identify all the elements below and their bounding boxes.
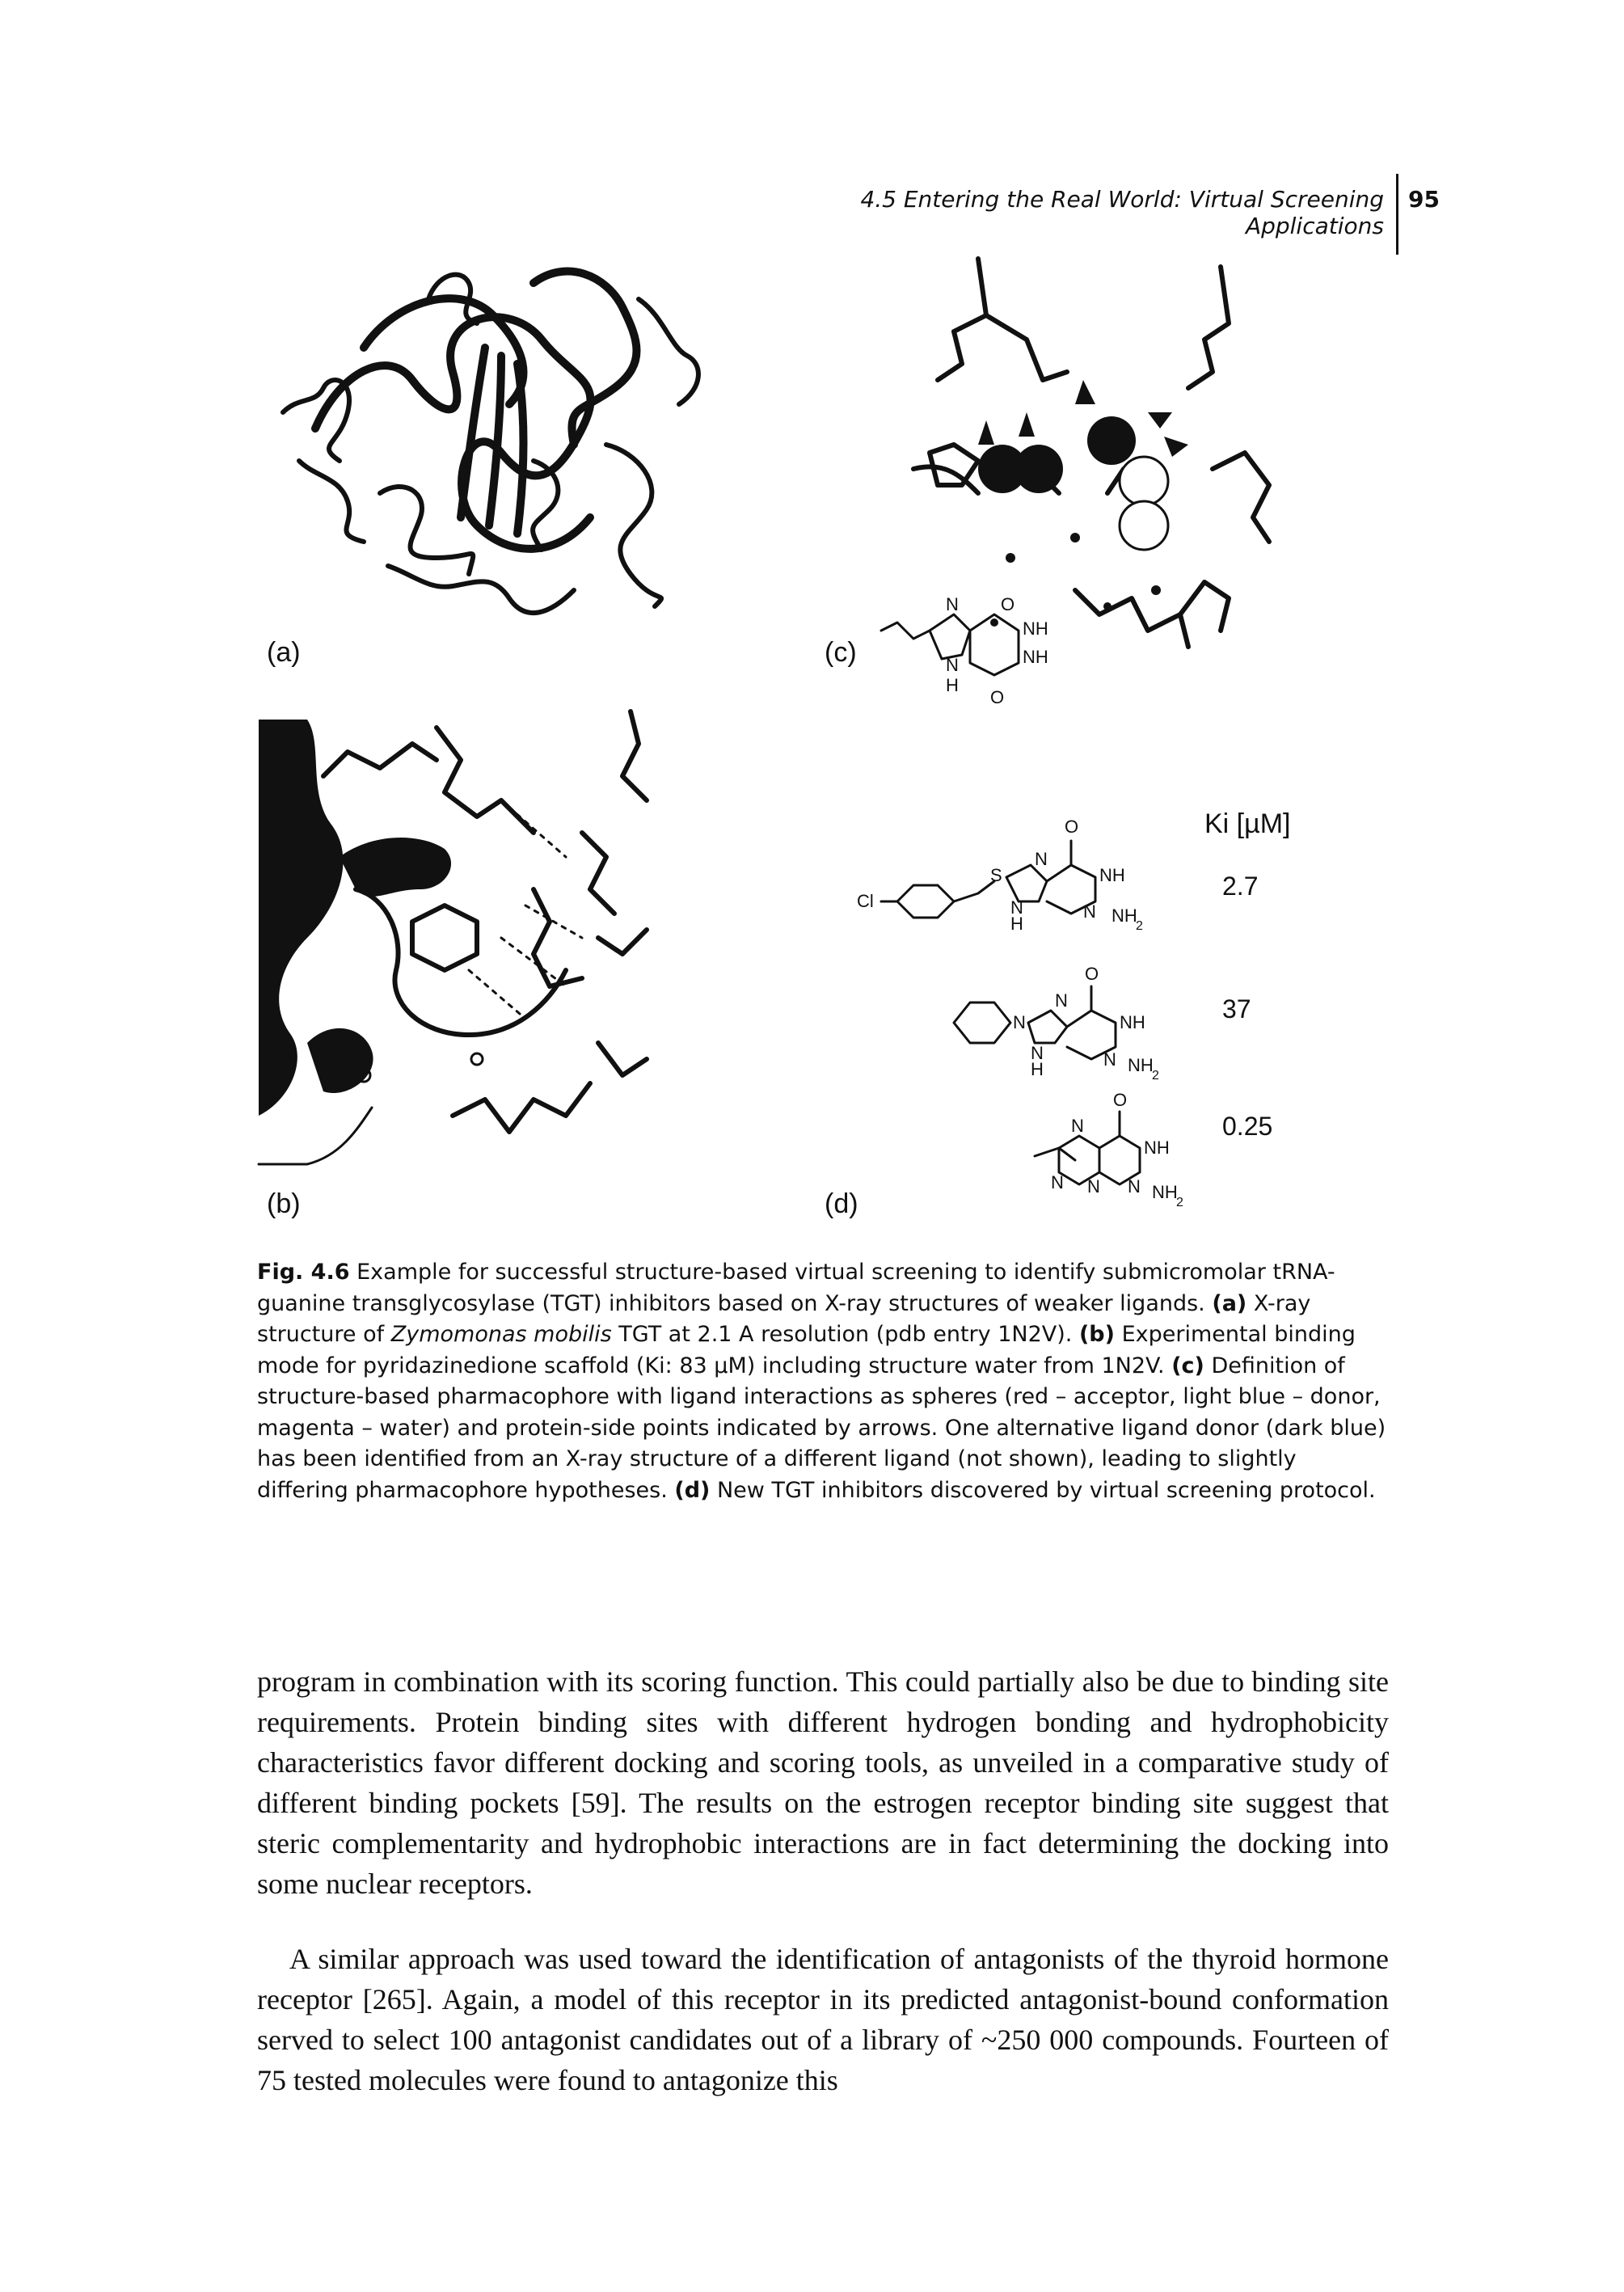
body-paragraph: A similar approach was used toward the i… [257,1943,1389,2096]
ki-value: 2.7 [1222,872,1259,901]
inhibitor-3-structure: O N NH N N N NH2 [1033,1090,1183,1209]
svg-text:O: O [1065,817,1078,837]
svg-text:2: 2 [1176,1196,1183,1209]
ki-value: 0.25 [1222,1112,1273,1141]
caption-label-b: (b) [1078,1322,1115,1347]
panel-label-b: (b) [267,1188,301,1219]
caption-label-d: (d) [674,1477,711,1503]
figure-number: Fig. 4.6 [257,1260,350,1285]
svg-text:N: N [946,655,959,675]
svg-text:N: N [1103,1049,1116,1070]
svg-text:H: H [946,675,959,695]
panel-c-pharmacophore: N O NH NH N H O [879,256,1272,707]
panel-a-protein-ribbon [281,267,701,615]
svg-text:N: N [1087,1176,1100,1197]
caption-text-a2: TGT at 2.1 A resolution (pdb entry 1N2V)… [618,1322,1073,1347]
svg-text:NH: NH [1120,1012,1145,1032]
svg-text:N: N [1055,990,1068,1011]
caption-label-a: (a) [1212,1290,1247,1316]
panel-label-d: (d) [825,1188,858,1219]
panel-label-a: (a) [267,637,301,668]
svg-text:H: H [1010,914,1023,934]
svg-text:N: N [1010,897,1023,918]
svg-text:NH: NH [1023,618,1048,639]
page-number: 95 [1408,186,1440,213]
panel-b-binding-mode [257,709,649,1166]
svg-text:O: O [990,687,1004,707]
caption-species: Zymomonas mobilis [390,1322,612,1347]
svg-text:N: N [946,594,959,614]
caption-text-b: Experimental binding mode for pyridazine… [257,1322,1356,1378]
svg-text:O: O [1085,964,1099,984]
svg-text:N: N [1035,849,1048,869]
svg-text:N: N [1013,1012,1026,1032]
panel-label-c: (c) [825,637,857,668]
svg-text:NH: NH [1099,865,1125,885]
inhibitor-2-structure: N O N NH N N H NH2 [952,964,1159,1083]
ki-value: 37 [1222,994,1251,1024]
svg-text:N: N [1128,1176,1141,1197]
svg-text:N: N [1051,1172,1064,1192]
svg-text:N: N [1083,901,1096,922]
svg-text:NH: NH [1152,1182,1178,1202]
svg-text:S: S [990,865,1002,885]
ki-column-header: Ki [µM] [1204,808,1291,839]
svg-text:O: O [1001,594,1014,614]
body-paragraph: program in combination with its scoring … [257,1665,1389,1900]
inhibitor-1-structure: Cl S O N NH N N H NH2 [857,817,1143,934]
svg-text:O: O [1113,1090,1127,1110]
panel-d-inhibitor-structures: Cl S O N NH N N H NH2 N O N NH N N H NH2… [857,817,1183,1209]
svg-text:NH: NH [1111,905,1137,926]
svg-text:2: 2 [1152,1069,1159,1083]
caption-text-d: New TGT inhibitors discovered by virtual… [716,1477,1376,1503]
svg-text:NH: NH [1144,1138,1170,1158]
running-title: 4.5 Entering the Real World: Virtual Scr… [860,186,1384,239]
svg-text:NH: NH [1128,1055,1154,1075]
caption-label-c: (c) [1171,1353,1204,1378]
header-rule [1396,174,1398,255]
svg-text:2: 2 [1136,919,1143,933]
svg-text:N: N [1031,1043,1044,1063]
caption-intro: Example for successful structure-based v… [257,1260,1335,1316]
svg-text:H: H [1031,1059,1044,1079]
svg-text:Cl: Cl [857,891,874,911]
caption-text-c: Definition of structure-based pharmacoph… [257,1353,1386,1503]
svg-text:N: N [1071,1116,1084,1136]
caption-text-a1: X-ray structure of [257,1290,1311,1348]
svg-text:NH: NH [1023,647,1048,667]
figure-caption: Fig. 4.6 Example for successful structur… [257,1257,1389,1506]
